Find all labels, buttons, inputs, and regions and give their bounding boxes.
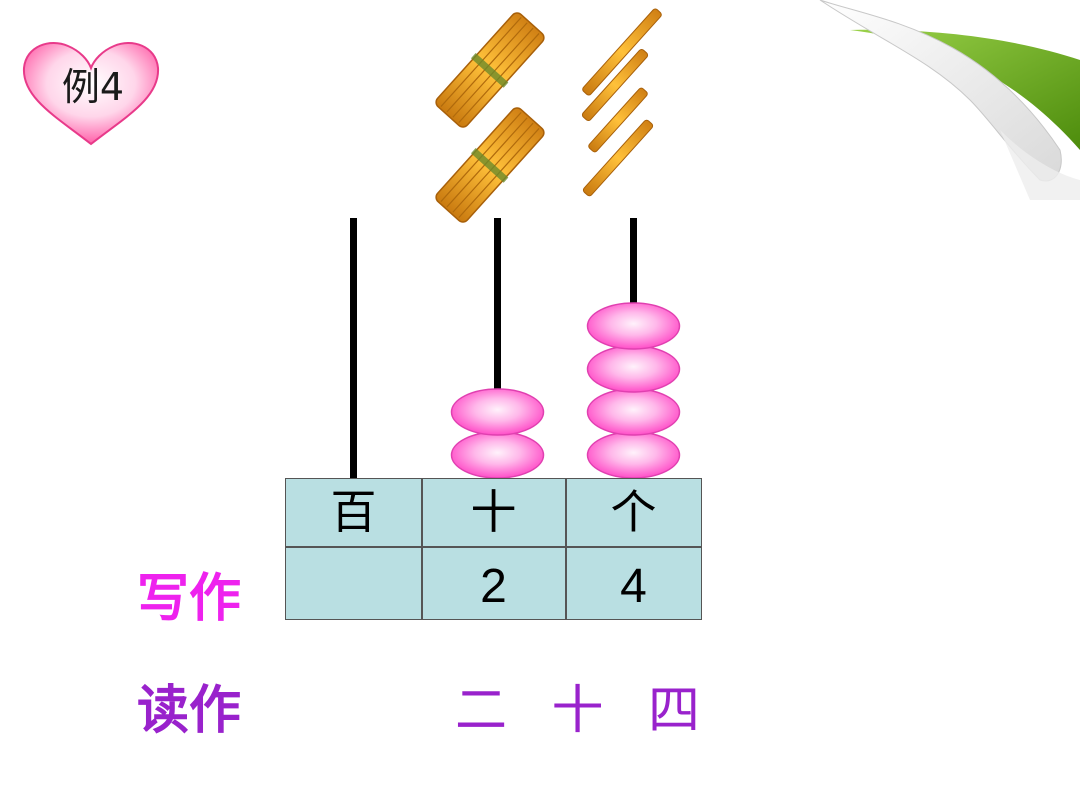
single-stick-2: [581, 48, 649, 122]
abacus-rod-tens: [494, 218, 501, 480]
abacus-rod-hundreds: [350, 218, 357, 480]
abacus-bead-ones-3: [586, 345, 681, 393]
value-tens: 2: [480, 560, 507, 613]
read-label: 读作: [137, 681, 242, 741]
abacus-bead-ones-2: [586, 388, 681, 436]
table-divider-1: [421, 479, 423, 619]
value-hundreds: [286, 547, 421, 620]
counting-sticks: [435, 8, 662, 223]
read-value: 二 十 四: [455, 681, 715, 741]
abacus-bead-ones-4: [586, 302, 681, 350]
place-value-table: 百 十 个 2 4: [285, 478, 702, 620]
write-label: 写作: [137, 569, 242, 629]
single-stick-4: [582, 119, 654, 197]
header-ones: 个: [610, 485, 657, 539]
abacus-beads: [450, 302, 681, 479]
heart-badge: [22, 42, 160, 146]
single-stick-1: [582, 8, 662, 96]
example-label: 例4: [61, 65, 125, 109]
stick-bundle-2: [435, 107, 545, 223]
abacus-bead-tens-1: [450, 431, 545, 479]
header-tens: 十: [470, 485, 517, 539]
abacus: [350, 218, 681, 480]
table-divider-2: [565, 479, 567, 619]
value-ones: 4: [620, 560, 647, 613]
single-stick-3: [588, 87, 648, 153]
stick-bundle-1: [435, 12, 545, 128]
table-divider-horizontal: [286, 546, 701, 548]
header-hundreds: 百: [330, 485, 377, 539]
single-sticks: [581, 8, 662, 197]
abacus-bead-tens-2: [450, 388, 545, 436]
abacus-bead-ones-1: [586, 431, 681, 479]
page-curl-decoration: [819, 0, 1080, 200]
